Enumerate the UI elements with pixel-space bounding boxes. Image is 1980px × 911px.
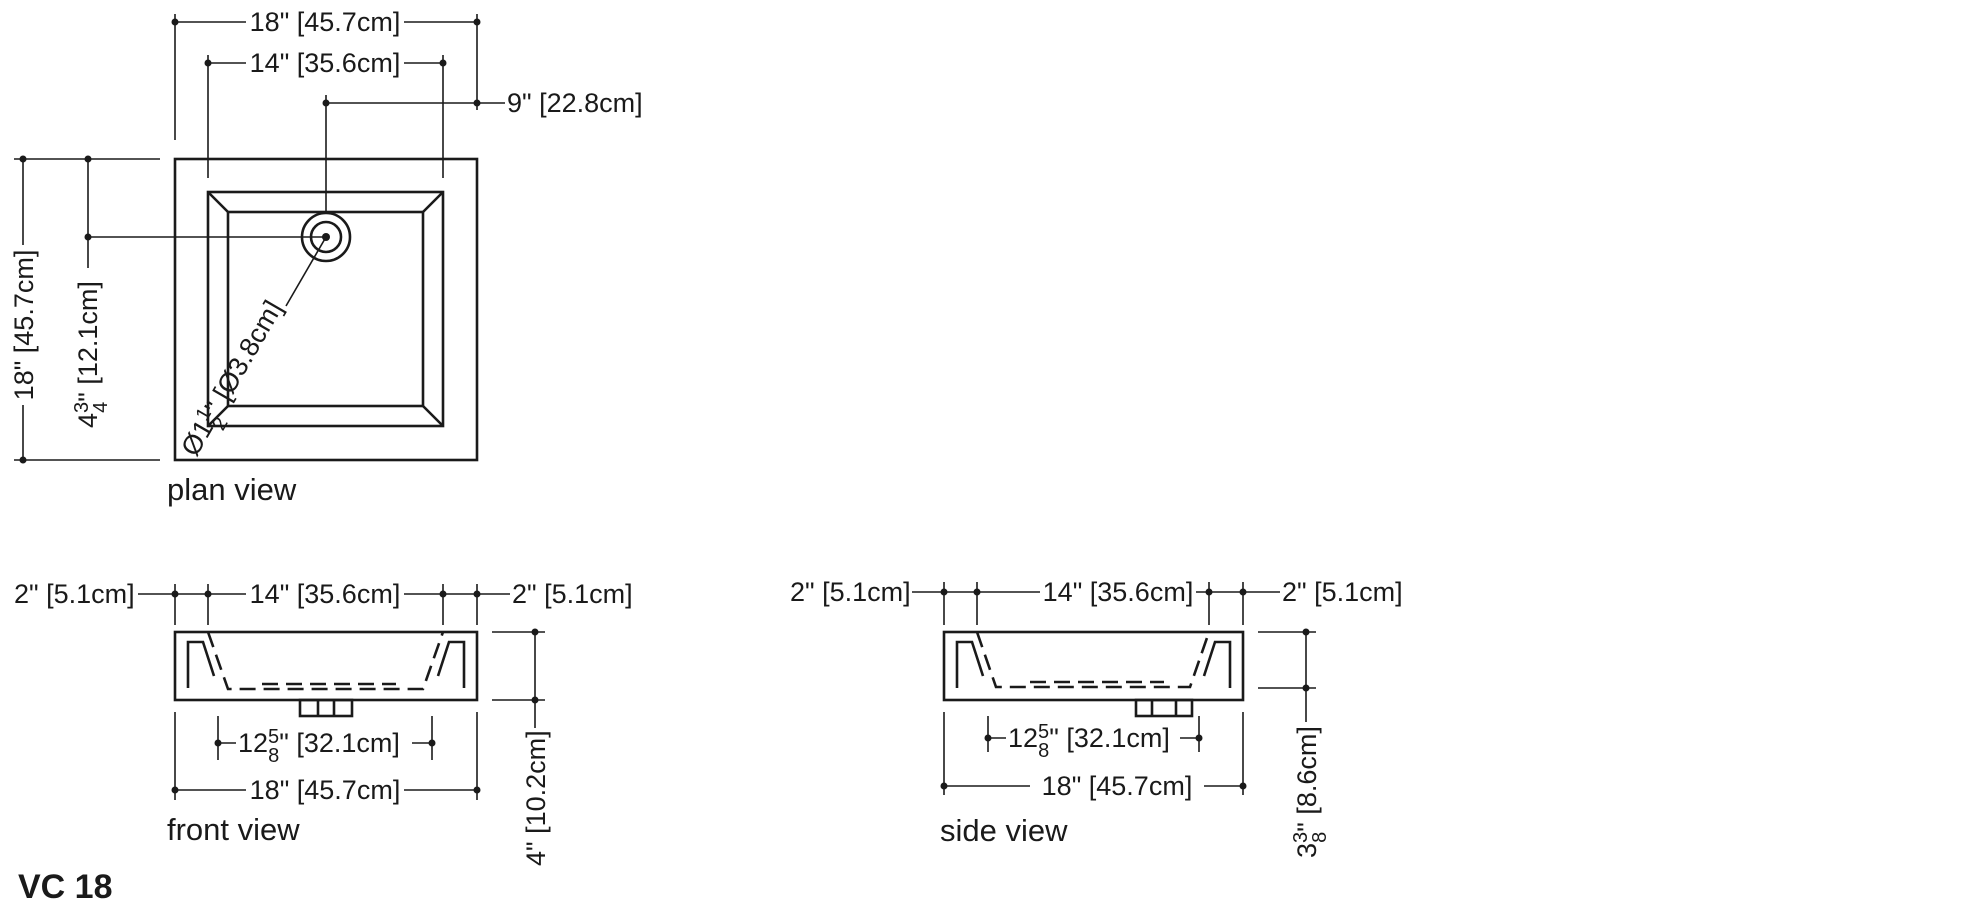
plan-overall-depth-text: 18" [45.7cm]: [9, 250, 39, 401]
front-inner-width-text: 14" [35.6cm]: [250, 579, 401, 609]
plan-chamfer-bl: [207, 405, 229, 427]
front-dim-height: 4" [10.2cm]: [492, 628, 551, 866]
plan-inner-width-text: 14" [35.6cm]: [250, 48, 401, 78]
plan-dim-inner-width: 14" [35.6cm]: [204, 48, 447, 178]
front-right-rim-text: 2" [5.1cm]: [512, 579, 633, 609]
front-basin-profile: [173, 630, 479, 718]
side-view-label: side view: [940, 813, 1068, 848]
plan-chamfer-tl: [207, 191, 229, 213]
side-basin-profile: [942, 630, 1245, 718]
plan-drain-offset-text: 9" [22.8cm]: [507, 88, 643, 118]
side-left-rim-text: 2" [5.1cm]: [790, 577, 911, 607]
front-overall-width-text: 18" [45.7cm]: [250, 775, 401, 805]
plan-bowl-edge: [206, 190, 445, 428]
side-overall-width-text: 18" [45.7cm]: [1042, 771, 1193, 801]
plan-view-label: plan view: [167, 472, 297, 507]
side-dim-top: 2" [5.1cm] 14" [35.6cm] 2" [5.1cm]: [790, 577, 1403, 625]
plan-dim-overall-width: 18" [45.7cm]: [171, 7, 481, 140]
plan-dim-overall-depth: 18" [45.7cm]: [9, 155, 160, 464]
front-height-text: 4" [10.2cm]: [521, 730, 551, 866]
front-view-label: front view: [167, 812, 300, 847]
front-left-rim-text: 2" [5.1cm]: [14, 579, 135, 609]
plan-dim-drain-offset: 9" [22.8cm]: [322, 88, 643, 213]
side-height-text: 338" [8.6cm]: [1290, 726, 1331, 858]
plan-dim-drain-depth: 434" [12.1cm]: [71, 155, 326, 428]
model-code: VC 18: [18, 868, 113, 906]
side-dim-height: 338" [8.6cm]: [1258, 628, 1331, 858]
plan-dim-drain-diameter: Ø112" [Ø3.8cm]: [173, 236, 327, 465]
side-inner-width-text: 14" [35.6cm]: [1043, 577, 1194, 607]
front-dim-top: 2" [5.1cm] 14" [35.6cm] 2" [5.1cm]: [14, 579, 633, 625]
side-right-rim-text: 2" [5.1cm]: [1282, 577, 1403, 607]
plan-chamfer-br: [422, 405, 444, 427]
plan-chamfer-tr: [422, 191, 444, 213]
plan-drain-depth-text: 434" [12.1cm]: [71, 281, 112, 428]
plan-overall-width-text: 18" [45.7cm]: [250, 7, 401, 37]
plan-drain-diameter-text: Ø112" [Ø3.8cm]: [173, 294, 295, 465]
plan-view: 18" [45.7cm] 14" [35.6cm] 9" [22.8cm]: [9, 7, 643, 507]
